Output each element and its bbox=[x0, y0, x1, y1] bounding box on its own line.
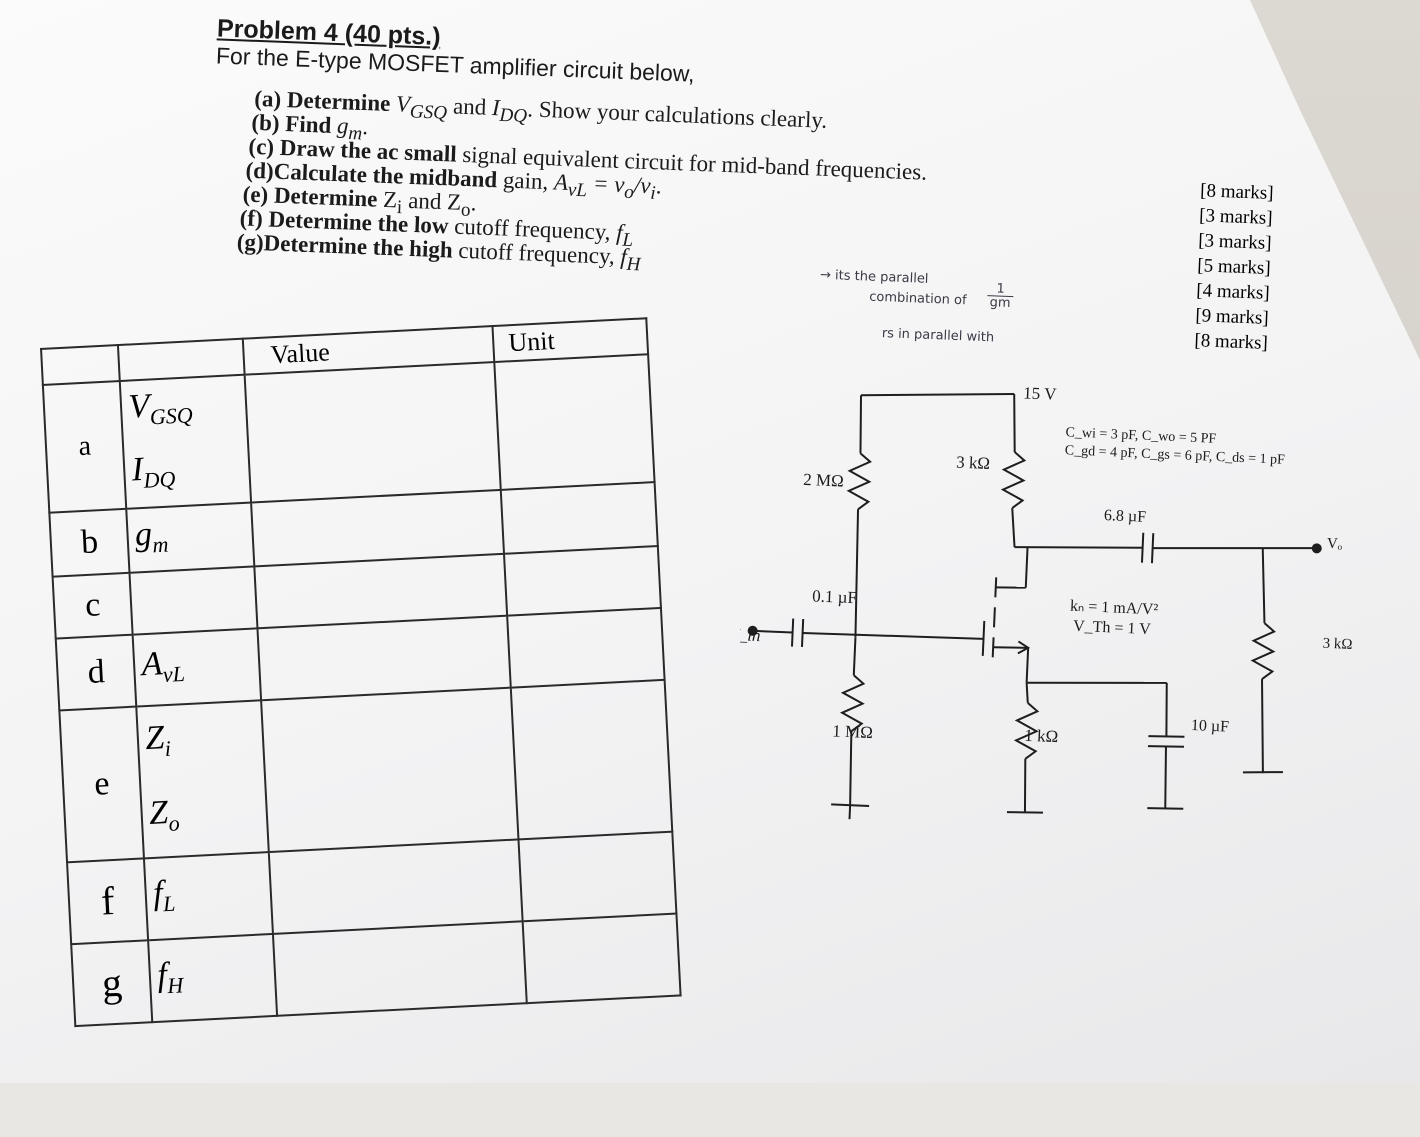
wire bbox=[1261, 679, 1264, 774]
cap-s-plate bbox=[1147, 745, 1185, 748]
unit-cell[interactable] bbox=[500, 481, 658, 555]
label-cin: 0.1 µF bbox=[812, 586, 858, 607]
wire bbox=[854, 509, 860, 638]
unit-cell[interactable] bbox=[522, 913, 681, 1004]
value-cell[interactable] bbox=[244, 362, 501, 503]
source-lead bbox=[993, 646, 1029, 649]
problem-intro: For the E-type MOSFET amplifier circuit … bbox=[215, 42, 696, 87]
paper-sheet: Problem 4 (40 pts.) For the E-type MOSFE… bbox=[0, 0, 1420, 1083]
unit-cell[interactable] bbox=[494, 354, 655, 490]
channel-segment bbox=[993, 607, 996, 628]
vdd-rail bbox=[861, 392, 1015, 397]
label-vth: V_Th = 1 V bbox=[1073, 618, 1152, 638]
wire bbox=[1261, 547, 1266, 624]
circuit-diagram: 15 V 2 MΩ 3 kΩ 0.1 µF 1 MΩ 1 kΩ 10 µF 6.… bbox=[740, 383, 1353, 820]
row-label: f bbox=[67, 858, 149, 945]
label-parasitics-2: C_gd = 4 pF, C_gs = 6 pF, C_ds = 1 pF bbox=[1064, 443, 1285, 468]
label-rl: 3 kΩ bbox=[1322, 636, 1353, 653]
row-symbols: gm bbox=[126, 502, 255, 574]
cap-in-plate bbox=[790, 618, 795, 647]
mark-g: [8 marks] bbox=[1194, 330, 1269, 354]
unit-cell[interactable] bbox=[507, 608, 665, 689]
ground-symbol bbox=[1242, 771, 1283, 774]
label-parasitics-1: C_wi = 3 pF, C_wo = 5 PF bbox=[1065, 425, 1217, 447]
unit-cell[interactable] bbox=[518, 831, 677, 922]
label-rd: 3 kΩ bbox=[956, 453, 991, 473]
row-label: b bbox=[49, 508, 130, 578]
resistor-1m bbox=[839, 674, 866, 733]
label-vout: Vₒ bbox=[1327, 536, 1344, 553]
handwritten-fraction: 1 gm bbox=[987, 281, 1014, 311]
row-symbols bbox=[129, 566, 258, 636]
label-vdd: 15 V bbox=[1023, 383, 1058, 403]
row-symbols: fH bbox=[148, 933, 278, 1023]
label-vin: V_in bbox=[740, 625, 761, 645]
wire bbox=[1152, 547, 1313, 550]
value-cell[interactable] bbox=[261, 688, 519, 853]
row-label: g bbox=[71, 940, 153, 1027]
row-symbols: AvL bbox=[133, 628, 262, 707]
unit-cell[interactable] bbox=[504, 546, 661, 617]
resistor-rd bbox=[1000, 451, 1027, 509]
drain-lead bbox=[995, 586, 1026, 589]
label-rs: 1 kΩ bbox=[1024, 726, 1059, 746]
handwritten-note-2: combination of bbox=[868, 289, 967, 309]
handwritten-note-3: rs in parallel with bbox=[881, 326, 995, 346]
wire bbox=[1011, 507, 1016, 548]
wire bbox=[859, 395, 863, 454]
label-cs: 10 µF bbox=[1191, 717, 1230, 736]
value-cell[interactable] bbox=[272, 921, 527, 1016]
wire bbox=[1025, 682, 1029, 703]
cap-out-plate bbox=[1150, 533, 1155, 564]
unit-cell[interactable] bbox=[510, 680, 673, 840]
label-rg2: 1 MΩ bbox=[832, 721, 873, 742]
resistor-2m bbox=[846, 452, 872, 511]
ground-symbol bbox=[1147, 807, 1184, 810]
wire bbox=[1165, 682, 1168, 737]
wire bbox=[1023, 758, 1027, 813]
vout-terminal bbox=[1311, 543, 1322, 554]
row-label: d bbox=[55, 635, 137, 711]
cap-in-plate bbox=[800, 618, 805, 648]
handwritten-note-1: → its the parallel bbox=[819, 267, 929, 287]
wire bbox=[1026, 681, 1167, 684]
header-label bbox=[41, 345, 121, 385]
wire bbox=[849, 731, 853, 806]
wire bbox=[852, 637, 857, 676]
value-cell[interactable] bbox=[257, 616, 511, 701]
value-cell[interactable] bbox=[268, 839, 523, 934]
row-label: a bbox=[42, 380, 127, 513]
wire bbox=[1013, 393, 1016, 453]
label-kn: kₙ = 1 mA/V² bbox=[1070, 598, 1159, 619]
marks-column: [8 marks] [3 marks] [3 marks] [5 marks] … bbox=[1127, 176, 1274, 356]
wire bbox=[1024, 547, 1029, 588]
wire bbox=[756, 629, 793, 634]
label-rg1: 2 MΩ bbox=[803, 470, 844, 491]
wire bbox=[1025, 647, 1030, 683]
row-label: e bbox=[59, 706, 145, 863]
gate-plate bbox=[981, 620, 986, 656]
resistor-rs bbox=[1013, 702, 1040, 760]
gate-wire bbox=[802, 631, 984, 640]
row-symbols: fL bbox=[144, 852, 273, 941]
wire bbox=[1014, 546, 1143, 549]
cap-out-plate bbox=[1140, 532, 1145, 563]
ground-symbol bbox=[1006, 811, 1043, 814]
resistor-rl bbox=[1250, 622, 1276, 680]
wire bbox=[1164, 746, 1167, 809]
cap-s-plate bbox=[1148, 735, 1185, 738]
row-label: c bbox=[52, 573, 134, 639]
label-cout: 6.8 µF bbox=[1104, 507, 1147, 526]
ground-symbol bbox=[848, 805, 852, 820]
